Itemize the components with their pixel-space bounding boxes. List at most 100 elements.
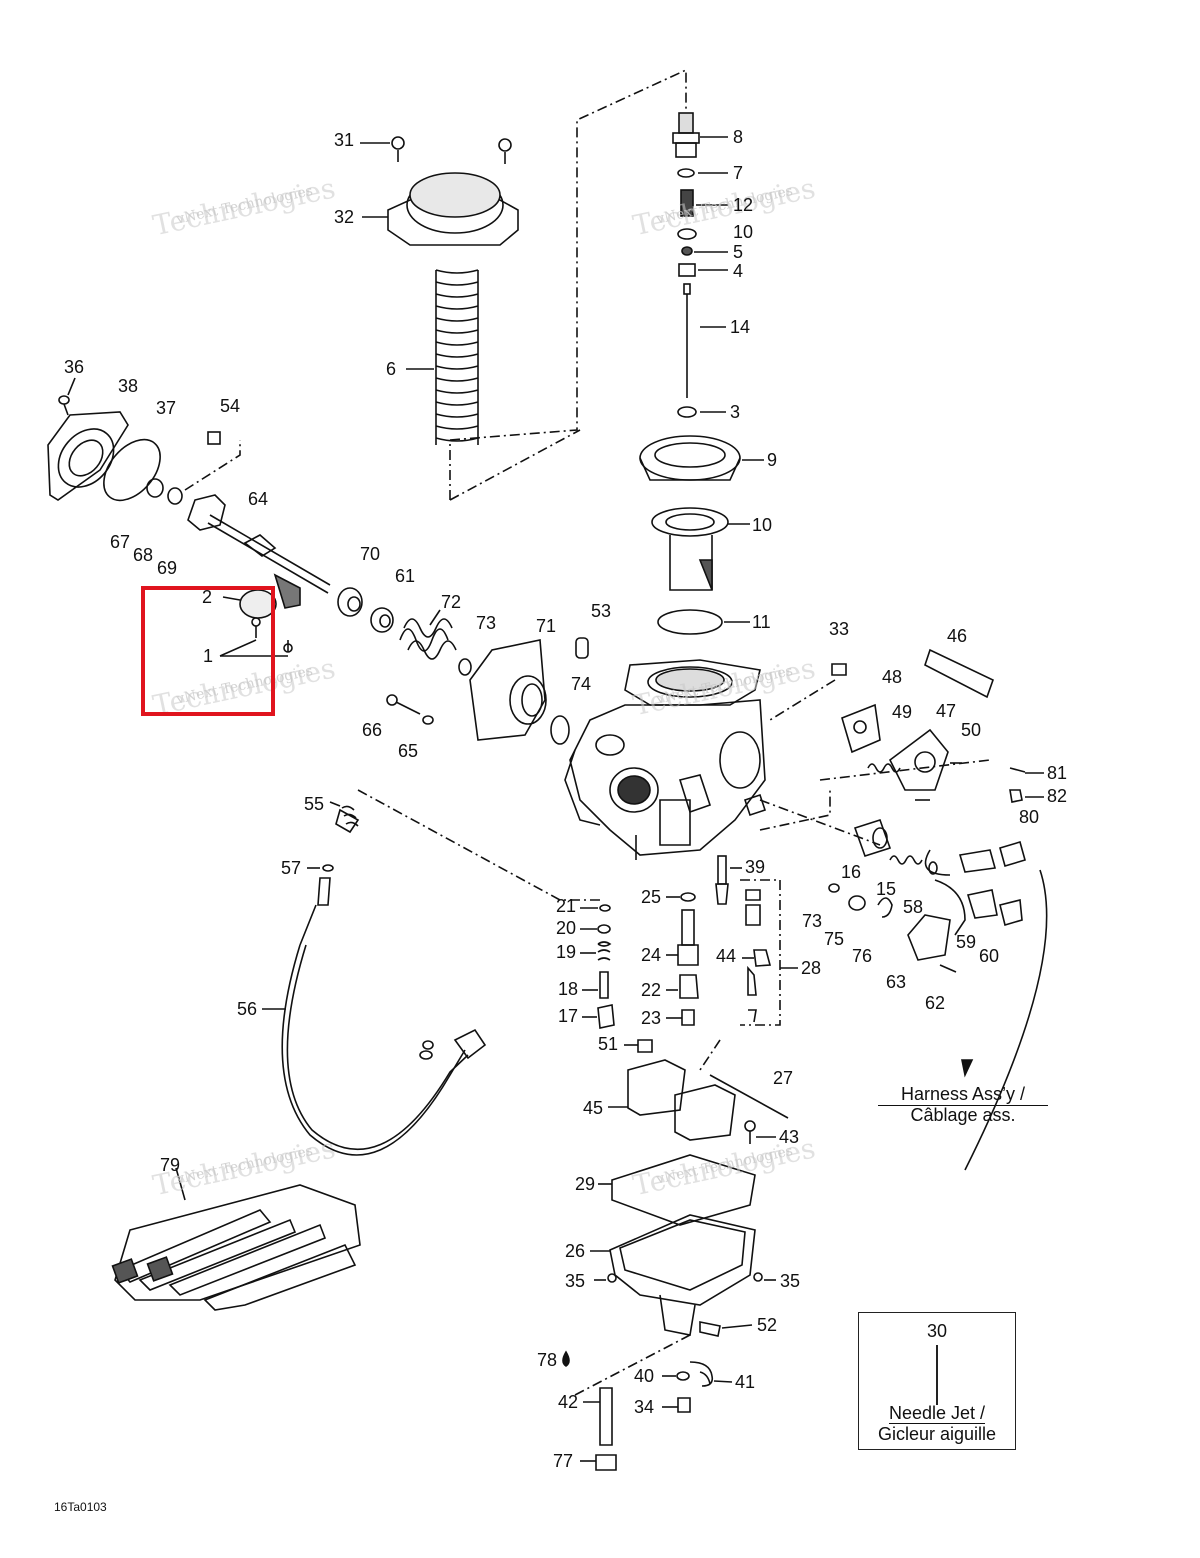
part-33-screw (831, 663, 847, 676)
callout-9: 9 (767, 450, 778, 470)
callout-58: 58 (903, 897, 924, 917)
callout-10: 10 (752, 515, 773, 535)
callout-72: 72 (441, 592, 462, 612)
callout-82: 82 (1047, 786, 1068, 806)
part-82-nut (1009, 789, 1023, 803)
part-45-float (608, 1059, 736, 1141)
needle-jet-box: 30 Needle Jet / Gicleur aiguille (858, 1312, 1016, 1450)
figure-code: 16Ta0103 (54, 1500, 107, 1514)
callout-53: 53 (591, 601, 612, 621)
callout-36: 36 (64, 357, 85, 377)
callout-56: 56 (237, 999, 258, 1019)
part-80-connector (924, 840, 1048, 1171)
part-26-float-bowl (590, 1214, 756, 1336)
parts-66-65-screw (386, 694, 434, 725)
part-43-screw (744, 1120, 776, 1144)
needle-parts-column (672, 112, 728, 418)
callout-66: 66 (362, 720, 383, 740)
callout-48: 48 (882, 667, 903, 687)
callout-74: 74 (571, 674, 592, 694)
parts-70-61-bushings (337, 587, 394, 633)
callout-2: 2 (202, 587, 213, 607)
callout-44: 44 (716, 946, 737, 966)
callout-35: 35 (780, 1271, 801, 1291)
part-35-screws (594, 1272, 776, 1283)
callout-80: 80 (1019, 807, 1040, 827)
needle-jet-stem (936, 1345, 938, 1405)
callout-14: 14 (730, 317, 751, 337)
callout-61: 61 (395, 566, 416, 586)
callout-70: 70 (360, 544, 381, 564)
part-42-drain-tube (562, 1350, 617, 1471)
part-53-cap (575, 637, 589, 659)
callout-8: 8 (733, 127, 744, 147)
callout-34: 34 (634, 1397, 655, 1417)
callout-1: 1 (203, 646, 214, 666)
part-9-diaphragm (639, 435, 764, 481)
highlight-box (141, 586, 275, 716)
callout-6: 6 (386, 359, 397, 379)
callout-16: 16 (841, 862, 862, 882)
callout-32: 32 (334, 207, 355, 227)
callout-35: 35 (565, 1271, 586, 1291)
callout-64: 64 (248, 489, 269, 509)
callout-5: 5 (733, 242, 744, 262)
callout-55: 55 (304, 794, 325, 814)
callout-73: 73 (802, 911, 823, 931)
callout-43: 43 (779, 1127, 800, 1147)
callout-4: 4 (733, 261, 744, 281)
callout-10: 10 (733, 222, 754, 242)
callout-12: 12 (733, 195, 754, 215)
callout-17: 17 (558, 1006, 579, 1026)
callout-50: 50 (961, 720, 982, 740)
callout-73: 73 (476, 613, 497, 633)
callout-59: 59 (956, 932, 977, 952)
carburetor-body (564, 659, 767, 860)
callout-81: 81 (1047, 763, 1068, 783)
callout-75: 75 (824, 929, 845, 949)
needle-jet-number: 30 (926, 1321, 948, 1341)
part-6-spring (406, 269, 479, 445)
callout-79: 79 (160, 1155, 181, 1175)
part-79-tool-kit (111, 1167, 361, 1311)
assembly-dash-lines (184, 68, 991, 1396)
part-32-cap (362, 172, 519, 246)
part-28-float-valve (742, 889, 798, 1023)
callout-20: 20 (556, 918, 577, 938)
callout-39: 39 (745, 857, 766, 877)
callout-26: 26 (565, 1241, 586, 1261)
callout-33: 33 (829, 619, 850, 639)
part-52-screw (699, 1321, 753, 1337)
callout-37: 37 (156, 398, 177, 418)
callout-11: 11 (752, 612, 771, 632)
callout-31: 31 (334, 130, 355, 150)
part-27-pin (709, 1074, 789, 1119)
part-46-tube (924, 648, 994, 699)
needle-jet-label: Needle Jet / Gicleur aiguille (877, 1403, 997, 1444)
callout-63: 63 (886, 972, 907, 992)
callout-45: 45 (583, 1098, 604, 1118)
callout-69: 69 (157, 558, 178, 578)
callout-18: 18 (558, 979, 579, 999)
parts-34-40-41 (662, 1361, 733, 1413)
part-31-screws (360, 136, 512, 164)
callout-42: 42 (558, 1392, 579, 1412)
callout-52: 52 (757, 1315, 778, 1335)
callout-78: 78 (537, 1350, 558, 1370)
part-2-throttle-plate (219, 589, 293, 657)
part-29-gasket (611, 1154, 756, 1226)
callout-46: 46 (947, 626, 968, 646)
callout-38: 38 (118, 376, 139, 396)
callout-40: 40 (634, 1366, 655, 1386)
callout-25: 25 (641, 887, 662, 907)
part-71-housing (458, 639, 570, 745)
callout-27: 27 (773, 1068, 794, 1088)
callout-22: 22 (641, 980, 662, 1000)
callout-15: 15 (876, 879, 897, 899)
callout-29: 29 (575, 1174, 596, 1194)
callout-28: 28 (801, 958, 822, 978)
jet-column-center (666, 892, 699, 1026)
part-81-pin (1009, 767, 1026, 773)
